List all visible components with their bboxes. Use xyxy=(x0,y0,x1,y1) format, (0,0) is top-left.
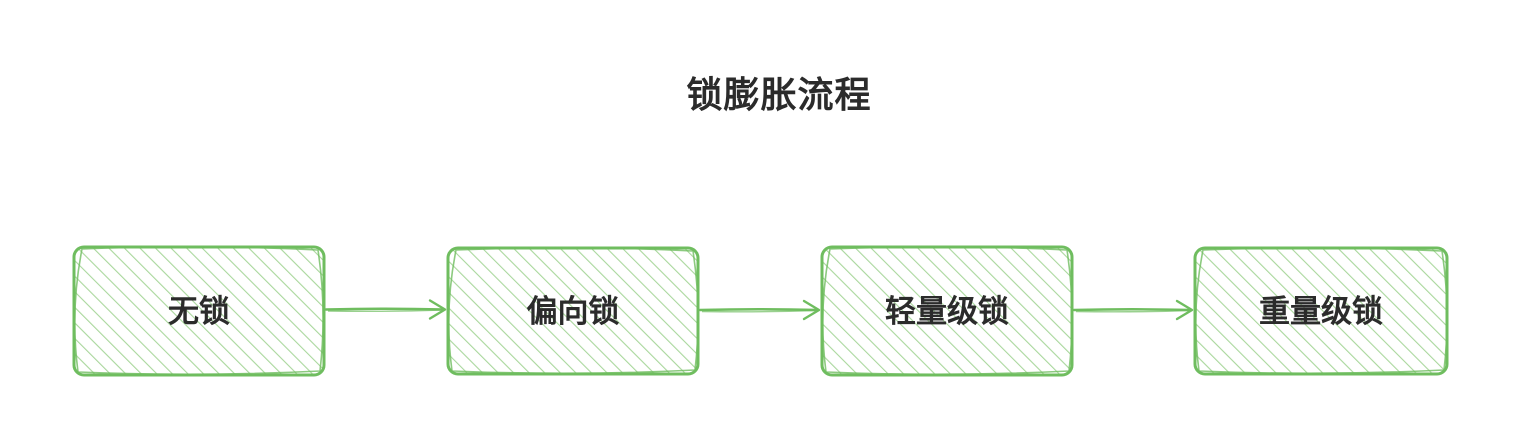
arrow-line-sketch xyxy=(327,309,443,313)
node-lightweight-lock: 轻量级锁 xyxy=(820,245,1074,377)
node-biased-lock: 偏向锁 xyxy=(446,246,700,376)
arrow-biased-lock-to-lightweight-lock xyxy=(698,299,821,321)
arrow-line-sketch xyxy=(701,309,817,313)
diagram-title: 锁膨胀流程 xyxy=(686,75,871,116)
node-heavyweight-lock-sketch-outline xyxy=(1195,246,1448,375)
arrow-line xyxy=(324,307,446,311)
node-no-lock-sketch-outline xyxy=(74,245,324,376)
node-lightweight-lock-label: 轻量级锁 xyxy=(885,294,1009,330)
arrow-line-sketch xyxy=(1075,309,1190,313)
arrow-head xyxy=(428,299,447,320)
node-lightweight-lock-sketch-outline xyxy=(822,245,1073,376)
arrow-lightweight-lock-to-heavyweight-lock xyxy=(1072,299,1194,321)
node-heavyweight-lock: 重量级锁 xyxy=(1193,246,1449,376)
arrow-line xyxy=(1072,308,1193,312)
node-heavyweight-lock-label: 重量级锁 xyxy=(1259,294,1383,330)
node-biased-lock-sketch-outline xyxy=(448,246,699,375)
node-biased-lock-label: 偏向锁 xyxy=(527,294,620,330)
arrow-no-lock-to-biased-lock xyxy=(324,299,447,320)
arrow-head xyxy=(802,299,821,321)
arrow-line xyxy=(698,308,820,312)
edges xyxy=(324,299,1194,321)
node-no-lock-label: 无锁 xyxy=(168,294,230,330)
arrow-head xyxy=(1175,299,1194,321)
node-no-lock: 无锁 xyxy=(72,245,326,377)
